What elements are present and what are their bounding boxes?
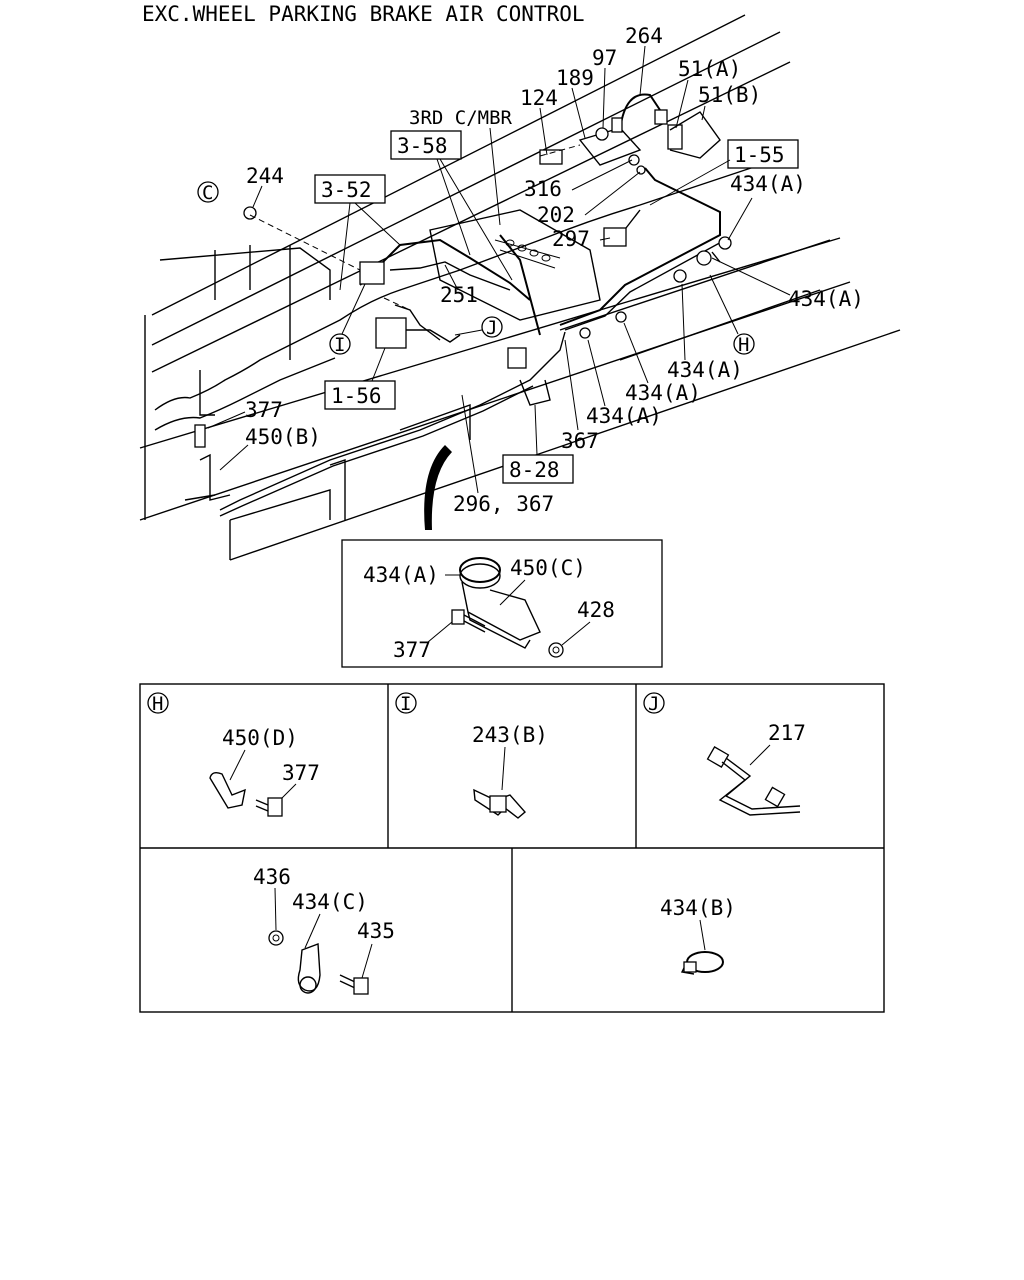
label-189: 189	[556, 66, 594, 90]
ref-box-8-28-label: 8-28	[509, 458, 560, 482]
callout-c: C	[202, 182, 213, 204]
panel-bottom-right: 434(B)	[660, 896, 736, 975]
chassis-illustration	[139, 14, 901, 561]
panel-j-tag: J	[648, 693, 659, 715]
panel-j: J 217	[643, 692, 806, 816]
ref-box-3-58[interactable]	[390, 130, 462, 160]
label-97: 97	[592, 46, 617, 70]
label-264: 264	[625, 24, 663, 48]
ref-box-1-55-label: 1-55	[734, 143, 785, 167]
inset-label-434a: 434(A)	[363, 563, 439, 587]
ref-box-1-55[interactable]	[727, 139, 799, 169]
label-296-367: 296, 367	[453, 492, 554, 516]
panel-h-label-450d: 450(D)	[222, 726, 298, 750]
panel-j-label-217: 217	[768, 721, 806, 745]
label-51b: 51(B)	[698, 83, 761, 107]
label-244: 244	[246, 164, 284, 188]
label-434a-1: 434(A)	[730, 172, 806, 196]
inset-label-377: 377	[393, 638, 431, 662]
inset-label-428: 428	[577, 598, 615, 622]
callout-i-marker	[329, 333, 351, 355]
label-434a-5: 434(A)	[586, 404, 662, 428]
ref-box-8-28[interactable]	[502, 454, 574, 484]
label-377: 377	[245, 398, 283, 422]
panel-i-label-243b: 243(B)	[472, 723, 548, 747]
panel-bottom-left: 436 434(C) 435	[253, 865, 395, 995]
ref-box-3-58-label: 3-58	[397, 134, 448, 158]
panel-br-label-434b: 434(B)	[660, 896, 736, 920]
diagram-title: EXC.WHEEL PARKING BRAKE AIR CONTROL	[142, 2, 585, 26]
label-434a-3: 434(A)	[667, 358, 743, 382]
label-434a-2: 434(A)	[788, 287, 864, 311]
panel-bl-label-435: 435	[357, 919, 395, 943]
label-251: 251	[440, 283, 478, 307]
label-367: 367	[561, 429, 599, 453]
frame-label: 3RD C/MBR	[409, 107, 513, 129]
label-124: 124	[520, 86, 558, 110]
label-202: 202	[537, 203, 575, 227]
callout-h: H	[738, 334, 749, 356]
panel-bl-label-436: 436	[253, 865, 291, 889]
inset-detail: 434(A) 450(C) 428 377	[341, 539, 663, 668]
panel-bl-label-434c: 434(C)	[292, 890, 368, 914]
panel-i: I 243(B)	[395, 692, 548, 819]
label-434a-4: 434(A)	[625, 381, 701, 405]
ref-box-1-56[interactable]	[324, 380, 396, 410]
callout-c-marker	[197, 181, 219, 203]
label-450b: 450(B)	[245, 425, 321, 449]
label-316: 316	[524, 177, 562, 201]
detail-panels: H 450(D) 377 I 243(B) J 217	[139, 683, 885, 1013]
callout-h-marker	[733, 333, 755, 355]
panel-h: H 450(D) 377	[147, 692, 320, 817]
panel-h-tag: H	[152, 693, 163, 715]
panel-h-label-377: 377	[282, 761, 320, 785]
panel-i-tag: I	[400, 693, 411, 715]
ref-box-1-56-label: 1-56	[331, 384, 382, 408]
callout-j: J	[486, 317, 497, 339]
ref-box-3-52-label: 3-52	[321, 178, 372, 202]
callout-j-marker	[481, 316, 503, 338]
callout-i: I	[334, 334, 345, 356]
label-297: 297	[552, 227, 590, 251]
inset-label-450c: 450(C)	[510, 556, 586, 580]
ref-box-3-52[interactable]	[314, 174, 386, 204]
main-labels: 264 97 189 51(A) 51(B) 124 3RD C/MBR 3-5…	[197, 24, 864, 516]
label-51a: 51(A)	[678, 57, 741, 81]
